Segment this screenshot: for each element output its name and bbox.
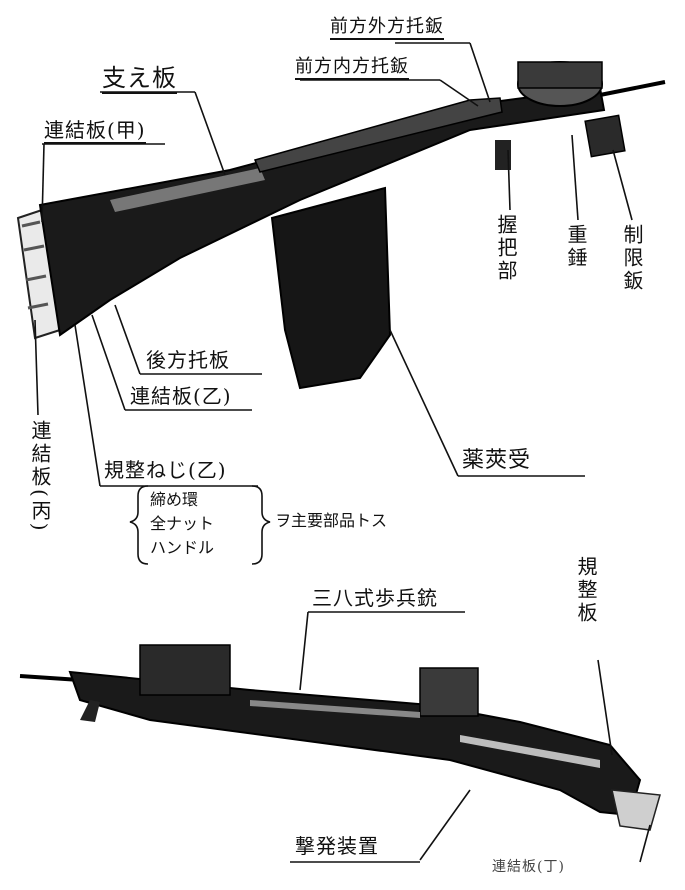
brace-list: 締め環 全ナット ハンドル <box>150 488 214 560</box>
brace-item: 全ナット <box>150 514 215 533</box>
label-heavy-hammer: 重錘 <box>564 224 588 270</box>
label-connecting-plate-c: 連結板(丙) <box>28 420 52 534</box>
brace-note: ヲ主要部品トス <box>275 511 388 530</box>
label-connecting-plate-a: 連結板(甲) <box>44 118 146 144</box>
brace-right <box>251 485 271 565</box>
bottom-weapon-illustration <box>19 644 661 831</box>
label-grip-part: 握把部 <box>494 214 518 283</box>
brace-left <box>129 485 149 565</box>
label-adjusting-plate: 規整板 <box>574 556 598 625</box>
top-weapon-illustration <box>16 61 666 390</box>
label-support-plate: 支え板 <box>102 64 177 94</box>
label-connecting-plate-b: 連結板(乙) <box>130 384 232 408</box>
label-rifle-type38: 三八式歩兵銃 <box>312 586 438 610</box>
label-rear-support-plate: 後方托板 <box>146 348 230 372</box>
label-magazine: 薬莢受 <box>462 448 532 473</box>
label-connecting-plate-d: 連結板(丁) <box>492 859 565 875</box>
label-front-inner-support: 前方内方托鈑 <box>295 58 409 80</box>
brace-item: ハンドル <box>150 538 215 557</box>
label-adjusting-screw-b: 規整ねじ(乙) <box>104 458 227 482</box>
label-limit-plate: 制限鈑 <box>620 224 644 293</box>
label-trigger-device: 撃発装置 <box>295 834 379 858</box>
brace-item: 締め環 <box>150 490 199 509</box>
label-front-outer-support: 前方外方托鈑 <box>330 18 444 40</box>
leader-lines <box>34 42 651 863</box>
